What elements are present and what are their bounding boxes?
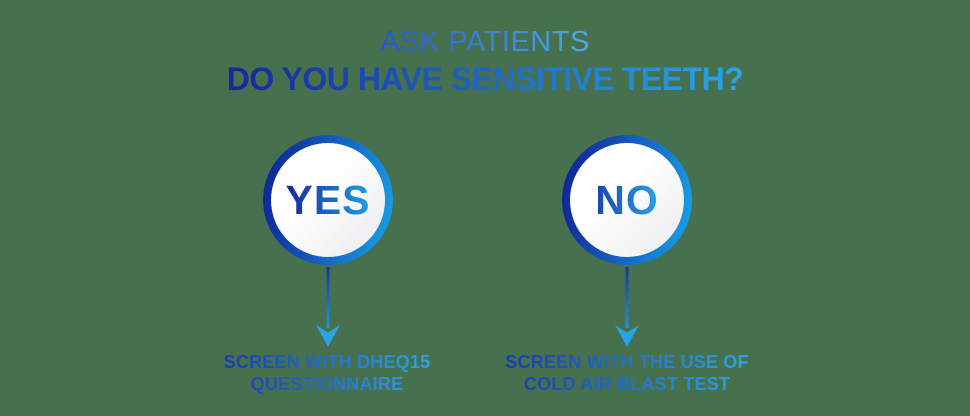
yes-outcome-line2: QUESTIONNAIRE [224, 373, 431, 395]
down-arrow-icon [316, 267, 340, 347]
no-outcome: SCREEN WITH THE USE OF COLD AIR BLAST TE… [505, 351, 748, 395]
no-circle: NO [562, 135, 692, 265]
title-intro: ASK PATIENTS [380, 26, 590, 58]
down-arrow-icon [615, 267, 639, 347]
yes-circle: YES [263, 135, 393, 265]
title-question: DO YOU HAVE SENSITIVE TEETH? [226, 61, 744, 98]
yes-circle-inner: YES [271, 143, 385, 257]
yes-outcome: SCREEN WITH DHEQ15 QUESTIONNAIRE [224, 351, 431, 395]
no-label: NO [595, 176, 659, 223]
yes-outcome-line1: SCREEN WITH DHEQ15 [223, 352, 431, 372]
yes-label: YES [285, 176, 371, 223]
title-block: ASK PATIENTS DO YOU HAVE SENSITIVE TEETH… [0, 26, 970, 98]
no-outcome-line2: COLD AIR BLAST TEST [505, 373, 748, 395]
no-outcome-line1: SCREEN WITH THE USE OF [505, 352, 749, 372]
no-circle-inner: NO [570, 143, 684, 257]
